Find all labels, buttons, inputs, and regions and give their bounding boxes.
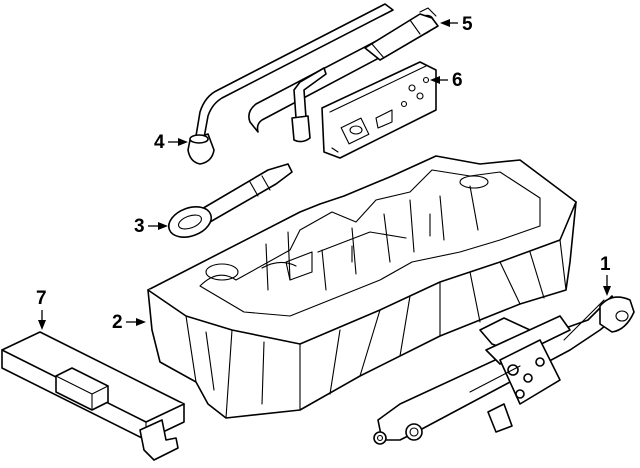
callout-2: 2 [112, 312, 146, 333]
callout-label-4: 4 [154, 132, 165, 153]
callout-4: 4 [154, 132, 188, 153]
part-2-tool-tray [147, 155, 577, 419]
callout-label-2: 2 [112, 312, 123, 333]
callout-label-5: 5 [462, 14, 473, 35]
part-4-lug-wrench [187, 3, 394, 165]
part-3-tow-hook [167, 163, 293, 238]
callout-7: 7 [36, 288, 47, 330]
callout-label-3: 3 [134, 216, 145, 237]
callout-3: 3 [134, 216, 168, 237]
callout-1: 1 [600, 254, 611, 296]
part-1-scissor-jack [373, 295, 635, 445]
callout-5: 5 [440, 14, 473, 35]
callout-label-6: 6 [452, 70, 463, 91]
callout-label-1: 1 [600, 254, 611, 275]
part-7-storage-case [1, 331, 185, 461]
part-5-extension-rod [248, 7, 439, 133]
callout-6: 6 [430, 70, 463, 91]
callout-label-7: 7 [36, 288, 47, 309]
part-6-tool-holder [321, 61, 437, 159]
